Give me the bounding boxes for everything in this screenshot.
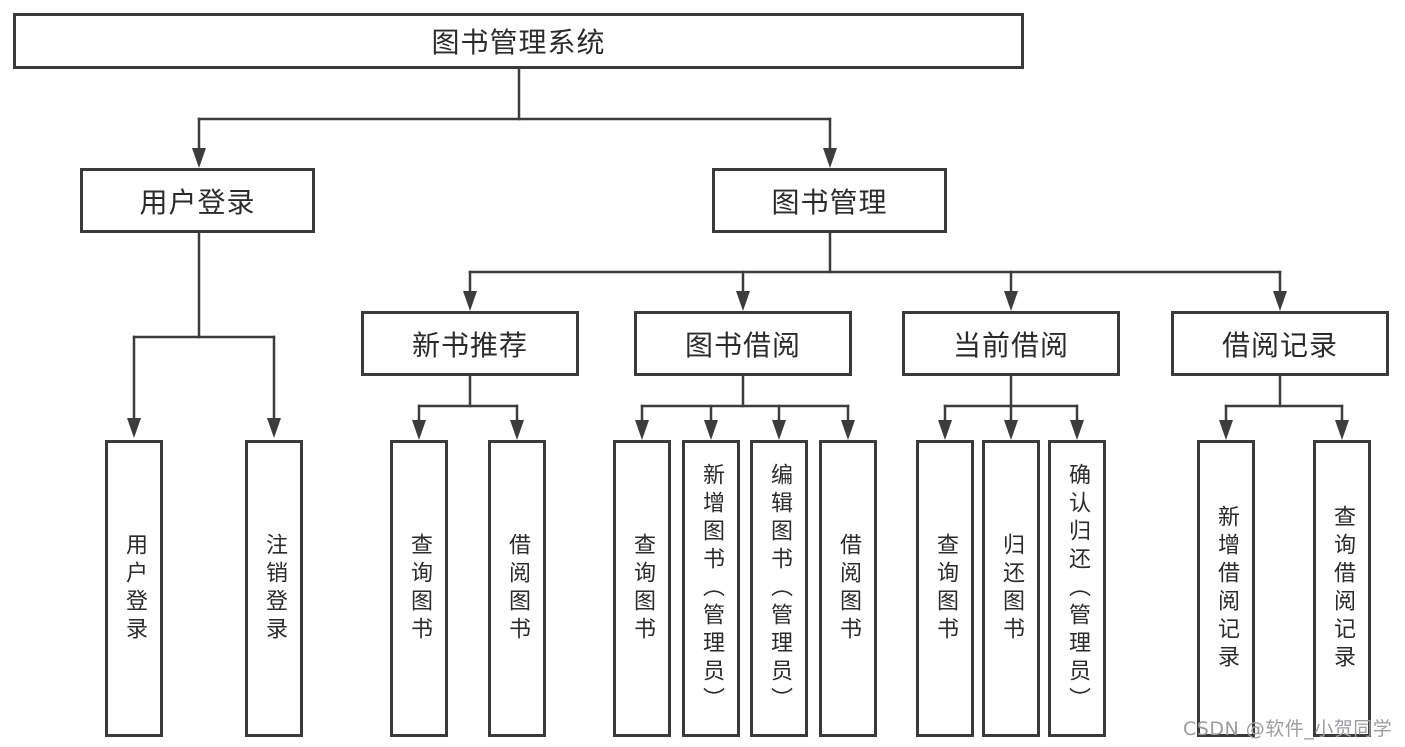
leaf-cb-return-books-label: 归还图书	[999, 532, 1024, 645]
book-mgmt-to-level3-connectors	[463, 231, 1287, 311]
node-library-system: 图书管理系统	[13, 13, 1024, 69]
arrowhead	[1004, 291, 1018, 311]
leaf-br-query-record: 查询借阅记录	[1313, 440, 1371, 737]
leaf-cb-query-books-label: 查询图书	[933, 532, 958, 645]
leaf-bb-query-books-label: 查询图书	[630, 532, 655, 645]
arrowhead	[267, 418, 281, 438]
arrowhead	[736, 291, 750, 311]
arrowhead	[1335, 420, 1349, 440]
arrowhead	[510, 420, 524, 440]
leaf-bb-edit-books-admin-label: 编辑图书（管理员）	[767, 462, 792, 715]
arrowhead	[127, 418, 141, 438]
node-current-borrowing-label: 当前借阅	[952, 328, 1069, 362]
arrowhead	[772, 420, 786, 440]
leaf-nb-query-books: 查询图书	[390, 440, 448, 737]
leaf-bb-borrow-books-label: 借阅图书	[836, 532, 861, 645]
node-user-login: 用户登录	[80, 168, 315, 233]
leaf-bb-add-books-admin-label: 新增图书（管理员）	[699, 462, 724, 715]
arrowhead	[841, 420, 855, 440]
leaf-br-query-record-label: 查询借阅记录	[1330, 504, 1355, 673]
leaf-nb-query-books-label: 查询图书	[407, 532, 432, 645]
leaf-logout-label: 注销登录	[262, 532, 287, 645]
arrowhead	[1273, 291, 1287, 311]
level3-to-leaf-connectors	[412, 374, 1349, 440]
root-to-level2-connectors	[192, 67, 837, 168]
node-book-management: 图书管理	[712, 168, 947, 233]
leaf-logout: 注销登录	[245, 440, 303, 737]
arrowhead	[823, 148, 837, 168]
node-current-borrowing: 当前借阅	[902, 311, 1120, 376]
arrowhead	[1219, 420, 1233, 440]
node-library-system-label: 图书管理系统	[431, 26, 606, 59]
arrowhead	[192, 148, 206, 168]
node-borrowing-records: 借阅记录	[1171, 311, 1389, 376]
leaf-bb-borrow-books: 借阅图书	[819, 440, 877, 737]
arrowhead	[938, 420, 952, 440]
csdn-watermark: CSDN @软件_小贺同学	[1183, 718, 1393, 740]
leaf-cb-query-books: 查询图书	[916, 440, 974, 737]
leaf-cb-return-books: 归还图书	[982, 440, 1040, 737]
node-new-book-recommend: 新书推荐	[361, 311, 579, 376]
leaf-cb-confirm-return-admin-label: 确认归还（管理员）	[1065, 462, 1090, 715]
node-book-borrowing-label: 图书借阅	[684, 328, 801, 362]
leaf-nb-borrow-books-label: 借阅图书	[505, 532, 530, 645]
leaf-br-add-record-label: 新增借阅记录	[1214, 504, 1239, 673]
leaf-cb-confirm-return-admin: 确认归还（管理员）	[1048, 440, 1106, 737]
node-borrowing-records-label: 借阅记录	[1221, 328, 1338, 362]
leaf-user-login-label: 用户登录	[122, 532, 147, 645]
node-user-login-label: 用户登录	[139, 185, 256, 219]
arrowhead	[412, 420, 426, 440]
arrowhead	[704, 420, 718, 440]
node-book-borrowing: 图书借阅	[634, 311, 852, 376]
leaf-bb-edit-books-admin: 编辑图书（管理员）	[750, 440, 808, 737]
user-login-branch-connectors	[127, 231, 281, 438]
leaf-bb-query-books: 查询图书	[613, 440, 671, 737]
leaf-nb-borrow-books: 借阅图书	[488, 440, 546, 737]
arrowhead	[1004, 420, 1018, 440]
arrowhead	[1070, 420, 1084, 440]
leaf-bb-add-books-admin: 新增图书（管理员）	[682, 440, 740, 737]
leaf-br-add-record: 新增借阅记录	[1197, 440, 1255, 737]
node-book-management-label: 图书管理	[771, 185, 888, 219]
arrowhead	[635, 420, 649, 440]
node-new-book-recommend-label: 新书推荐	[411, 328, 528, 362]
leaf-user-login: 用户登录	[105, 440, 163, 737]
arrowhead	[463, 291, 477, 311]
